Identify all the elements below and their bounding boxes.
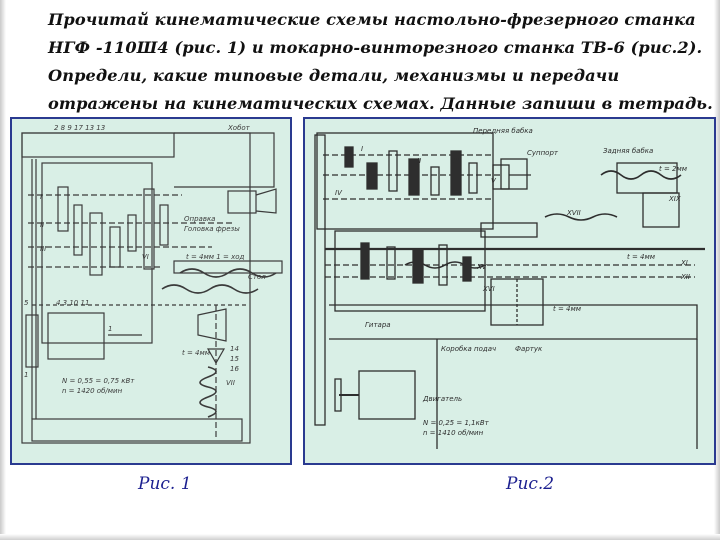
- fig2-label-XI: XI: [680, 259, 688, 267]
- fig2-label-carriage: Суппорт: [527, 149, 559, 157]
- fig1-overarm: [174, 132, 275, 188]
- fig1-top-numbers: 2 8 9 17 13 13: [54, 124, 105, 132]
- fig1-label-table: Стол: [248, 273, 266, 281]
- fig2-label-XV: XV: [476, 263, 488, 271]
- fig1-label-III: III: [40, 245, 46, 253]
- fig2-label-pitch-top: t = 2мм: [659, 165, 688, 173]
- fig2-motor-speed: n = 1410 об/мин: [423, 429, 484, 437]
- fig2-label-tailstock: Задняя бабка: [603, 147, 653, 155]
- fig1-label-VII: VII: [226, 379, 235, 387]
- fig2-label-pitch-mid: t = 4мм: [627, 253, 656, 261]
- fig1-label-1: 1: [108, 325, 112, 333]
- fig1-left-5: 5: [24, 299, 29, 307]
- title-line-1: Прочитай кинематические схемы настольно-…: [48, 10, 696, 29]
- figure-1-drawing: 2 8 9 17 13 13 Хобот Оправка Головка фре…: [21, 124, 283, 444]
- fig1-label-VI: VI: [142, 253, 149, 261]
- fig2-label-motor: Двигатель: [422, 395, 462, 403]
- fig2-label-pitch-low: t = 4мм: [553, 305, 582, 313]
- title-line-2: НГФ -110Ш4 (рис. 1) и токарно-винторезно…: [48, 38, 703, 57]
- fig1-gearbox: [41, 162, 153, 344]
- fig2-label-II: II: [417, 157, 421, 165]
- fig1-label-I: I: [40, 193, 42, 201]
- fig2-label-gearbox: Коробка подач: [441, 345, 496, 353]
- fig1-label-arbor: Оправка: [184, 215, 215, 223]
- fig1-label-II: II: [40, 221, 44, 229]
- fig2-label-XII: XII: [680, 273, 690, 281]
- slide-edge-bottom: [0, 534, 720, 540]
- fig2-label-apron: Фартук: [515, 345, 543, 353]
- fig2-label-III: III: [453, 157, 459, 165]
- fig2-label-I: I: [361, 145, 363, 153]
- fig1-left-1: 1: [24, 371, 28, 379]
- fig1-bottom-numbers: 4 3 10 11: [56, 299, 89, 307]
- fig1-label-15: 15: [230, 355, 239, 363]
- fig2-label-XVI: XVI: [482, 285, 495, 293]
- fig1-label-cutter-head: Головка фрезы: [184, 225, 240, 233]
- fig2-label-guitar: Гитара: [365, 321, 391, 329]
- fig1-label-16: 16: [230, 365, 239, 373]
- figure-2-drawing: Передняя бабка Суппорт Задняя бабка t = …: [314, 127, 705, 449]
- fig2-label-XVII: XVII: [566, 209, 581, 217]
- fig2-label-V: V: [491, 177, 497, 185]
- fig1-label-feed: t = 4мм 1 = ход: [186, 253, 244, 261]
- fig1-label-14: 14: [230, 345, 239, 353]
- slide-title: Прочитай кинематические схемы настольно-…: [48, 6, 713, 118]
- fig2-motor-power: N = 0,25 = 1,1кВт: [423, 419, 490, 427]
- fig2-headstock: [316, 132, 494, 230]
- figure-1-caption: Рис. 1: [138, 474, 192, 494]
- slide-edge-right: [714, 0, 720, 540]
- fig1-overarm-top: [21, 132, 175, 158]
- title-line-4: отражены на кинематических схемах. Данны…: [48, 94, 713, 113]
- fig2-label-IV: IV: [335, 189, 343, 197]
- title-line-3: Определи, какие типовые детали, механизм…: [48, 66, 620, 85]
- fig1-label-pitch: t = 4мм: [182, 349, 211, 357]
- fig1-label-overarm: Хобот: [227, 124, 251, 132]
- figure-2-caption: Рис.2: [506, 474, 555, 494]
- fig1-motor-power: N = 0,55 = 0,75 кВт: [62, 377, 135, 385]
- fig1-motor-speed: n = 1420 об/мин: [62, 387, 123, 395]
- figure-2-lathe-scheme: Передняя бабка Суппорт Задняя бабка t = …: [303, 117, 716, 465]
- slide-edge-left: [0, 0, 6, 540]
- figure-1-milling-scheme: 2 8 9 17 13 13 Хобот Оправка Головка фре…: [10, 117, 292, 465]
- fig2-label-XIX: XIX: [668, 195, 681, 203]
- fig2-label-headstock: Передняя бабка: [473, 127, 533, 135]
